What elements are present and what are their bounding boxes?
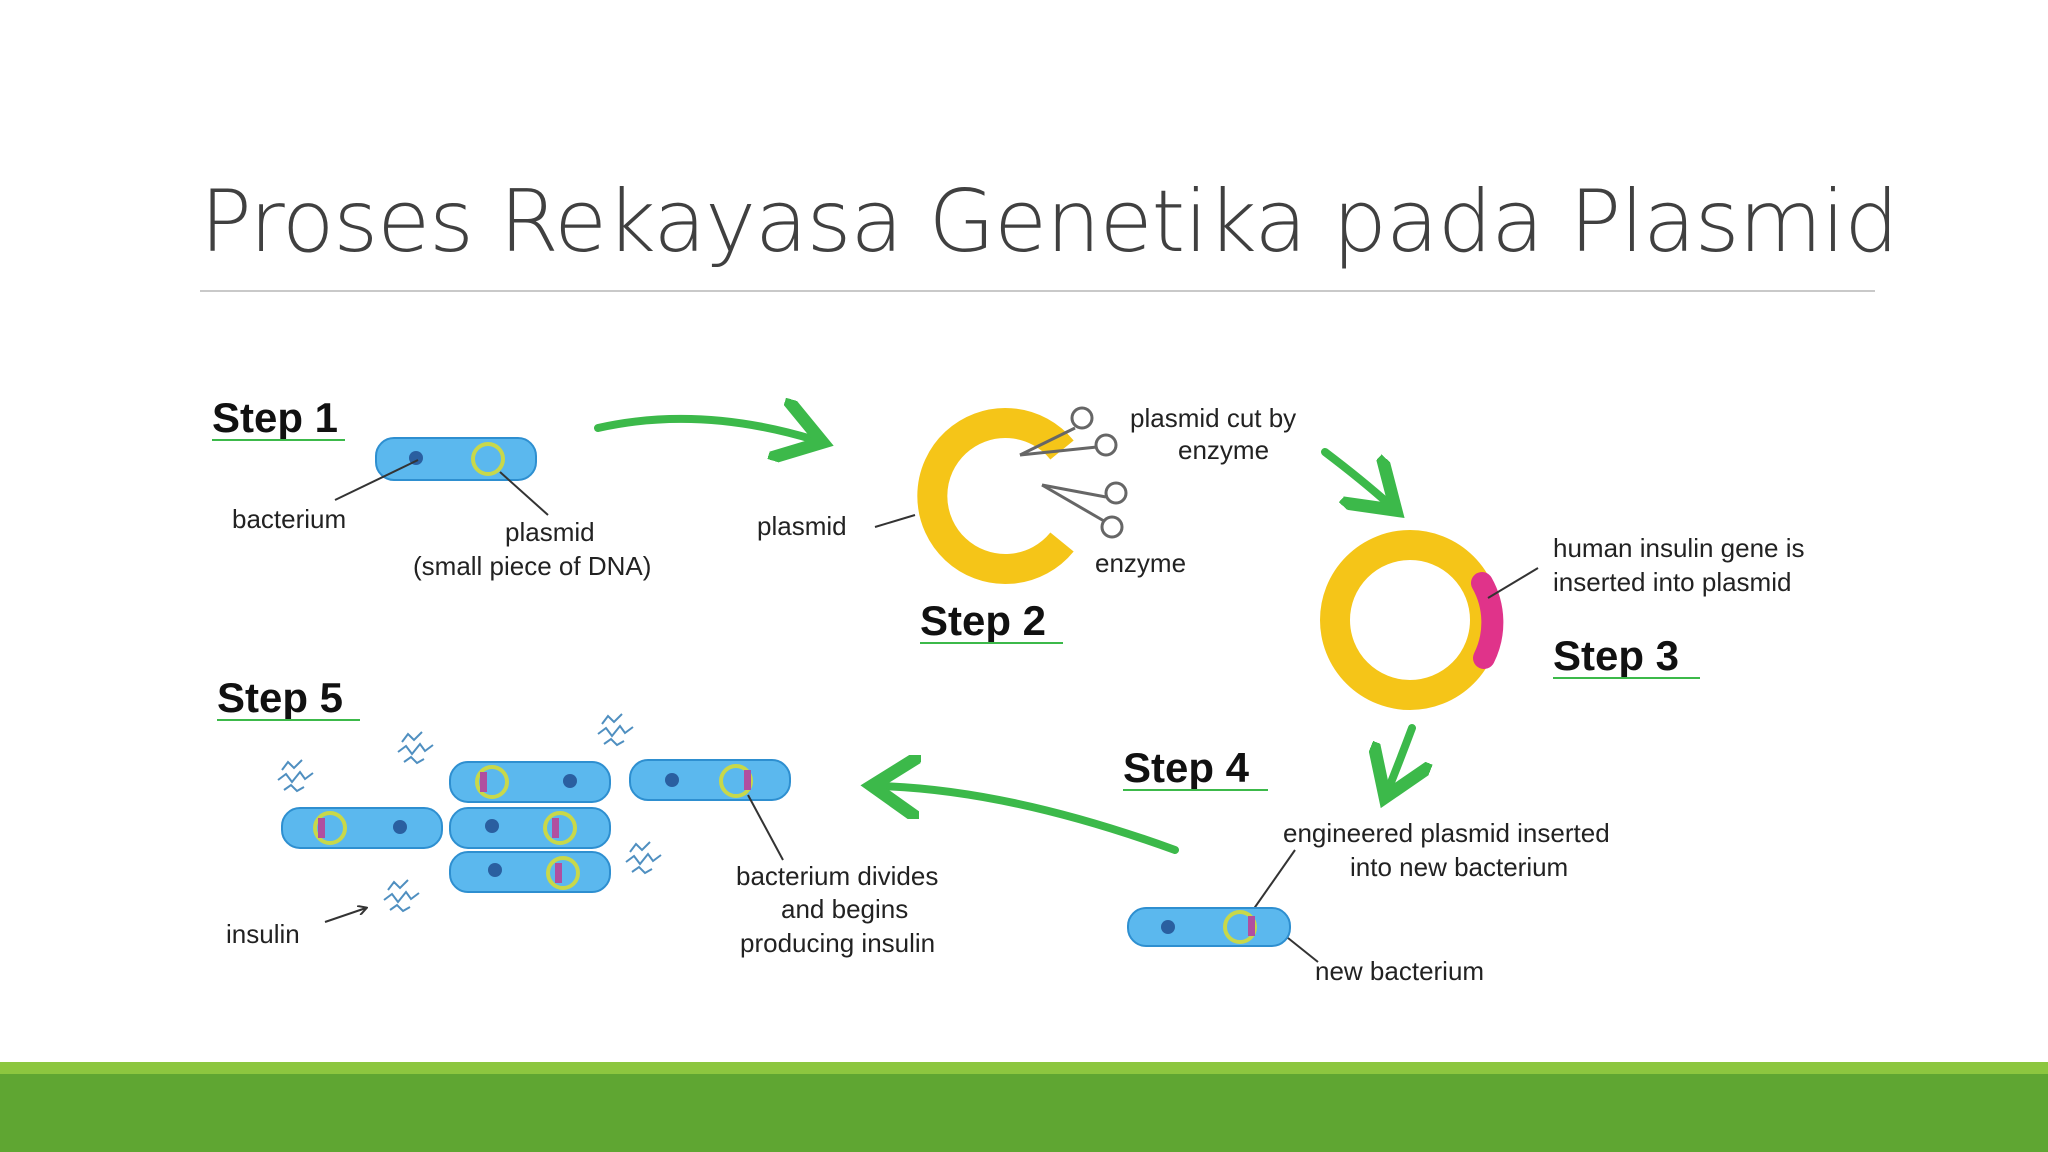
arrow-4-to-5	[880, 786, 1179, 854]
insulin-molecule	[277, 759, 314, 793]
insulin-molecule	[597, 713, 634, 747]
divides-label-3: producing insulin	[740, 928, 935, 958]
colony-bacterium	[629, 759, 791, 801]
gene-label-2: inserted into plasmid	[1553, 567, 1791, 597]
bacterium-step1	[375, 437, 537, 481]
plasmid2-label: plasmid	[757, 511, 847, 541]
step3-label: Step 3	[1553, 632, 1679, 679]
insulin-molecule	[625, 841, 662, 875]
step1-group: Step 1 bacterium plasmid (small piece of…	[212, 394, 651, 581]
insulin-molecule	[397, 731, 434, 765]
footer-accent-stripe	[0, 1062, 2048, 1074]
new-bacterium-pointer	[1287, 937, 1319, 963]
title-divider	[200, 290, 1875, 292]
bacteria-colony	[281, 759, 791, 893]
plasmid2-pointer	[874, 514, 916, 528]
plasmid-label-2: (small piece of DNA)	[413, 551, 651, 581]
plasmid-ring-step2	[917, 408, 1074, 584]
step4-label: Step 4	[1123, 744, 1250, 791]
bacterium-label: bacterium	[232, 504, 346, 534]
colony-bacterium	[449, 807, 611, 849]
engineered-label-1: engineered plasmid inserted	[1283, 818, 1610, 848]
insulin-molecule	[383, 879, 420, 913]
slide-title: Proses Rekayasa Genetika pada Plasmid	[200, 172, 1899, 272]
plasmid-ring-step3	[1320, 530, 1500, 710]
arrow-2-to-3	[1321, 448, 1390, 505]
divides-label-2: and begins	[781, 894, 908, 924]
gene-label-1: human insulin gene is	[1553, 533, 1805, 563]
insulin-label: insulin	[226, 919, 300, 949]
insulin-pointer	[324, 908, 366, 923]
arrow-1-to-2	[594, 419, 815, 440]
enzyme-label: enzyme	[1095, 548, 1186, 578]
plasmid-pointer	[499, 471, 549, 516]
new-bacterium	[1127, 907, 1291, 947]
genetic-engineering-diagram: Step 1 bacterium plasmid (small piece of…	[212, 394, 1805, 986]
cut-label-2: enzyme	[1178, 435, 1269, 465]
new-bacterium-label: new bacterium	[1315, 956, 1484, 986]
footer-bar	[0, 1074, 2048, 1152]
bacterium-pointer	[334, 459, 419, 501]
colony-bacterium	[449, 761, 611, 803]
engineered-label-2: into new bacterium	[1350, 852, 1568, 882]
colony-bacterium	[281, 807, 443, 849]
gene-pointer	[1487, 567, 1539, 599]
step4-group: Step 4 engineered plasmid inserted into …	[1123, 744, 1610, 986]
engineered-pointer	[1252, 849, 1296, 911]
step5-group: Step 5	[217, 674, 938, 958]
colony-bacterium	[449, 851, 611, 893]
scissors-icon	[1019, 406, 1128, 539]
divides-label-1: bacterium divides	[736, 861, 938, 891]
step2-group: plasmid plasmid cut by enzyme enzyme Ste…	[757, 403, 1296, 644]
cut-label-1: plasmid cut by	[1130, 403, 1296, 433]
step3-group: human insulin gene is inserted into plas…	[1320, 530, 1805, 710]
plasmid-step1	[471, 442, 505, 476]
divides-pointer	[747, 794, 784, 861]
arrow-3-to-4	[1388, 724, 1412, 790]
insulin-molecules	[277, 713, 662, 913]
step5-label: Step 5	[217, 674, 343, 721]
step2-label: Step 2	[920, 597, 1046, 644]
insulin-gene-segment	[1471, 572, 1504, 669]
plasmid-label-1: plasmid	[505, 517, 595, 547]
step1-label: Step 1	[212, 394, 338, 441]
